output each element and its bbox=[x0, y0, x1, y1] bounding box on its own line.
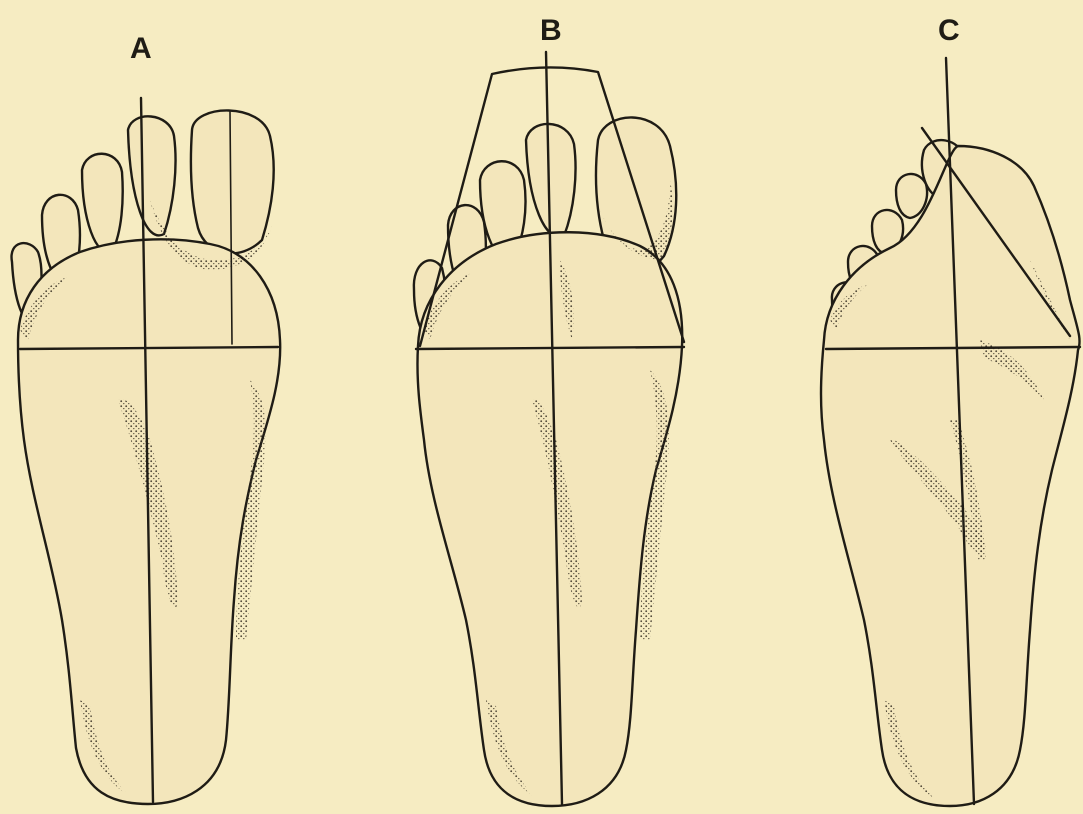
figure-label-a: A bbox=[130, 32, 152, 65]
foot-b bbox=[414, 52, 684, 806]
figure-label-b: B bbox=[540, 14, 562, 47]
foot-c bbox=[821, 58, 1080, 806]
figure-label-c: C bbox=[938, 14, 960, 47]
foot-a bbox=[12, 98, 281, 804]
foot-c-sole bbox=[821, 146, 1080, 806]
foot-b-sole bbox=[417, 232, 682, 806]
